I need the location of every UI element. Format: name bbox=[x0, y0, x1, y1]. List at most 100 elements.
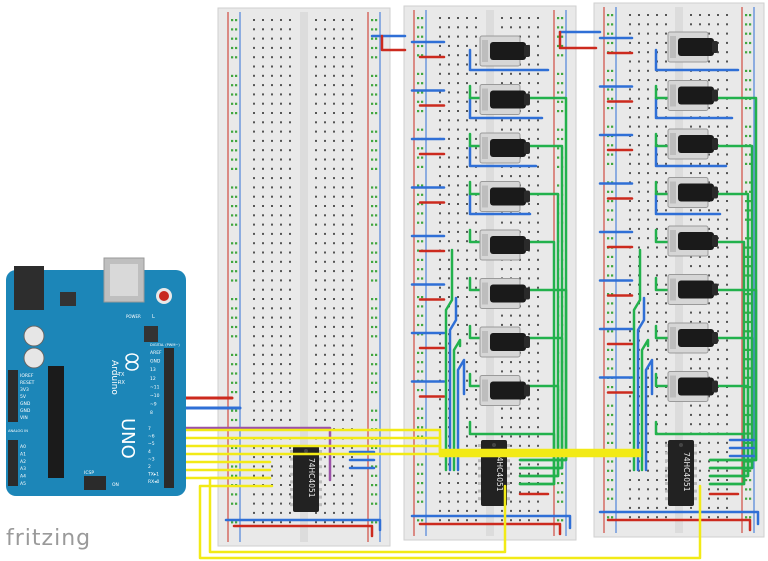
hole bbox=[324, 391, 326, 393]
rail-hole bbox=[557, 147, 560, 150]
hole bbox=[629, 274, 631, 277]
hole bbox=[457, 119, 459, 122]
rail-hole bbox=[371, 372, 374, 375]
rail-hole bbox=[371, 93, 374, 96]
hole bbox=[717, 274, 719, 277]
rail-hole bbox=[235, 446, 238, 449]
hole bbox=[439, 351, 441, 354]
rail-hole bbox=[607, 404, 610, 407]
hole bbox=[708, 302, 710, 305]
hole bbox=[351, 521, 353, 524]
hole bbox=[726, 488, 728, 491]
hole bbox=[501, 72, 503, 75]
hole bbox=[315, 344, 317, 347]
rail-hole bbox=[611, 367, 614, 370]
hole bbox=[537, 184, 539, 187]
hole bbox=[528, 519, 530, 522]
hole bbox=[439, 472, 441, 475]
rail-hole bbox=[371, 316, 374, 319]
digital-header bbox=[164, 348, 174, 428]
hole bbox=[333, 325, 335, 328]
rail-hole bbox=[421, 472, 424, 475]
rail-hole bbox=[607, 330, 610, 333]
hole bbox=[262, 37, 264, 40]
rail-hole bbox=[375, 391, 378, 394]
rail-hole bbox=[745, 88, 748, 91]
rail-hole bbox=[745, 265, 748, 268]
rail-hole bbox=[611, 302, 614, 305]
hole bbox=[466, 370, 468, 373]
hole bbox=[280, 177, 282, 180]
hole bbox=[457, 314, 459, 317]
hole bbox=[271, 465, 273, 468]
hole bbox=[262, 344, 264, 347]
rail-hole bbox=[561, 491, 564, 494]
hole bbox=[324, 251, 326, 254]
hole bbox=[647, 41, 649, 44]
hole bbox=[475, 128, 477, 131]
hole bbox=[629, 330, 631, 333]
wire bbox=[418, 522, 562, 536]
hole bbox=[647, 311, 649, 314]
hole bbox=[324, 195, 326, 198]
rail-hole bbox=[607, 423, 610, 426]
hole bbox=[280, 456, 282, 459]
chip-pin bbox=[319, 450, 322, 453]
rail-hole bbox=[417, 314, 420, 317]
hole bbox=[457, 128, 459, 131]
rail-hole bbox=[235, 139, 238, 143]
hole bbox=[466, 44, 468, 47]
rail-hole bbox=[417, 472, 420, 475]
hole bbox=[342, 93, 344, 96]
hole bbox=[253, 353, 255, 356]
hole bbox=[647, 376, 649, 379]
hole bbox=[448, 110, 450, 112]
hole bbox=[289, 186, 291, 189]
hole bbox=[271, 177, 273, 180]
chip-pin bbox=[694, 489, 697, 493]
hole bbox=[708, 218, 710, 221]
hole bbox=[708, 479, 710, 481]
hole bbox=[324, 307, 326, 310]
digital-pin-label: ~11 bbox=[150, 384, 160, 390]
hole bbox=[439, 258, 441, 261]
rail-hole bbox=[371, 167, 374, 170]
hole bbox=[537, 100, 539, 103]
rail-hole bbox=[417, 426, 420, 429]
hole bbox=[280, 84, 282, 87]
rail-hole bbox=[745, 23, 748, 26]
rail-hole bbox=[371, 335, 374, 338]
rail-hole bbox=[417, 407, 420, 410]
hole bbox=[638, 516, 640, 519]
hole bbox=[351, 112, 353, 114]
chip-pin bbox=[665, 466, 668, 470]
hole bbox=[717, 460, 719, 463]
hole bbox=[271, 270, 273, 273]
hole bbox=[342, 521, 344, 524]
hole bbox=[262, 214, 264, 217]
hole bbox=[717, 246, 719, 249]
hole bbox=[537, 286, 539, 289]
pot-knob bbox=[678, 183, 714, 202]
pot-shaft bbox=[712, 41, 718, 53]
hole bbox=[457, 482, 459, 484]
chip-pin bbox=[319, 480, 322, 484]
pot-shaft bbox=[524, 93, 530, 106]
wire bbox=[654, 192, 722, 216]
rail-hole bbox=[417, 184, 420, 187]
regulator bbox=[60, 292, 76, 306]
hole bbox=[629, 488, 631, 491]
hole bbox=[271, 353, 273, 356]
hole bbox=[271, 502, 273, 505]
hole bbox=[629, 348, 631, 351]
rail-hole bbox=[235, 84, 238, 87]
hole bbox=[253, 521, 255, 524]
hole bbox=[537, 72, 539, 75]
hole bbox=[324, 232, 326, 235]
hole bbox=[717, 367, 719, 370]
hole bbox=[656, 469, 658, 472]
hole bbox=[665, 153, 667, 156]
hole bbox=[665, 79, 667, 82]
rail-hole bbox=[611, 209, 614, 212]
rail-hole bbox=[417, 147, 420, 150]
